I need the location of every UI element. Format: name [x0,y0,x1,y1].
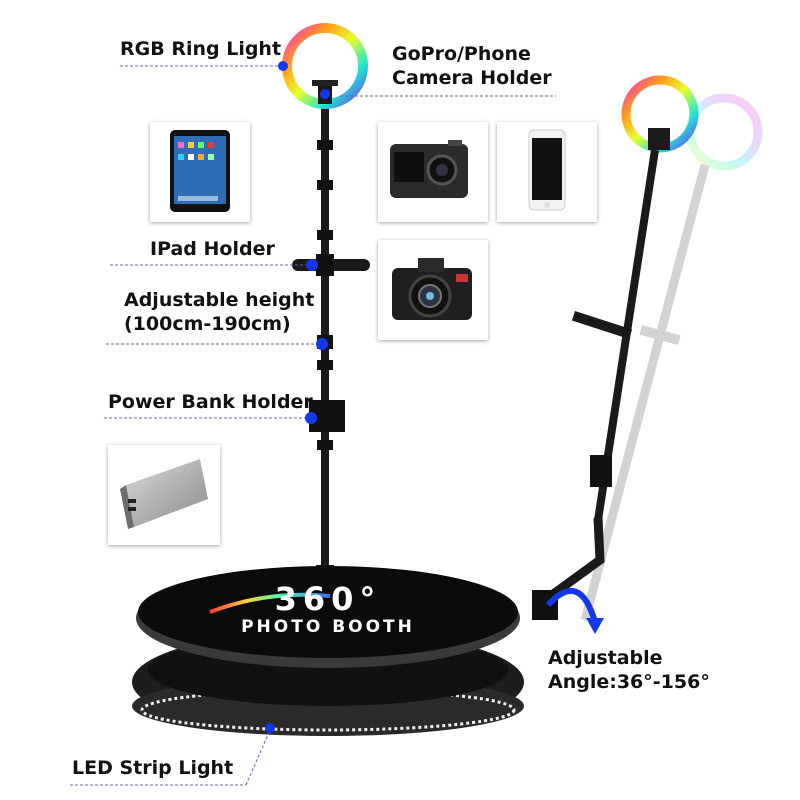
label-camera-holder: GoPro/Phone Camera Holder [392,42,552,90]
faded-arm-ghost [580,93,763,622]
dslr-camera-icon [392,258,472,320]
callout-dot [265,723,275,733]
angled-base-arm [542,517,605,604]
power-bank-thumbnail [108,445,220,545]
pole-joint [317,140,333,150]
rotate-arrow-head [586,618,604,634]
dslr-thumbnail [378,240,488,340]
callout-dot [320,89,330,99]
ghost-pole [580,163,710,622]
angled-clamp [532,590,558,620]
platform [132,566,524,736]
logo-text: PHOTO BOOTH [241,617,415,637]
callout-dot [316,338,328,350]
pole-joint [317,230,333,240]
callout-dot [278,61,288,71]
label-adjustable-height: Adjustable height (100cm-190cm) [124,288,314,336]
leader-lines [70,65,556,786]
rotate-arrow-icon [545,587,598,623]
label-adjustable-height-line1: Adjustable height [124,289,315,311]
logo-swoosh [209,592,331,614]
label-led-strip-light: LED Strip Light [72,757,234,779]
callout-dots [265,61,330,733]
ghost-holder [639,324,681,346]
pole-joint [317,440,333,450]
logo-degree: ° [359,580,382,618]
ghost-ring [685,93,763,171]
ipad-holder-mount [316,254,334,276]
label-camera-holder-line2: Camera Holder [392,67,552,89]
label-adjustable-angle-line1: Adjustable [548,647,663,669]
pole-joint [317,180,333,190]
phone-thumbnail [497,122,597,222]
smartphone-icon [528,129,566,211]
tablet-icon [170,130,230,212]
label-adjustable-height-line2: (100cm-190cm) [124,313,291,335]
ipad-thumbnail [150,122,250,222]
callout-dot [305,412,317,424]
led-strip [140,688,516,732]
platform-logo: 360° PHOTO BOOTH [168,582,488,638]
callout-dot [306,259,318,271]
angled-arm [532,75,699,620]
gopro-thumbnail [378,122,488,222]
pole-joint [317,360,333,370]
angled-phone-clip [648,128,670,150]
angled-ipad-holder [571,310,633,340]
label-adjustable-angle: Adjustable Angle:36°-156° [548,646,710,694]
logo-number: 360 [274,580,360,618]
action-camera-icon [390,140,468,198]
label-ipad-holder: IPad Holder [150,238,275,260]
phone-clip-top [312,80,338,86]
label-rgb-ring-light: RGB Ring Light [120,38,282,60]
label-power-bank-holder: Power Bank Holder [108,391,313,413]
platform-top [138,566,518,658]
label-camera-holder-line1: GoPro/Phone [392,43,531,65]
angled-power-bank-holder [590,455,612,487]
power-bank-icon [120,459,208,529]
label-adjustable-angle-line2: Angle:36°-156° [548,671,710,693]
